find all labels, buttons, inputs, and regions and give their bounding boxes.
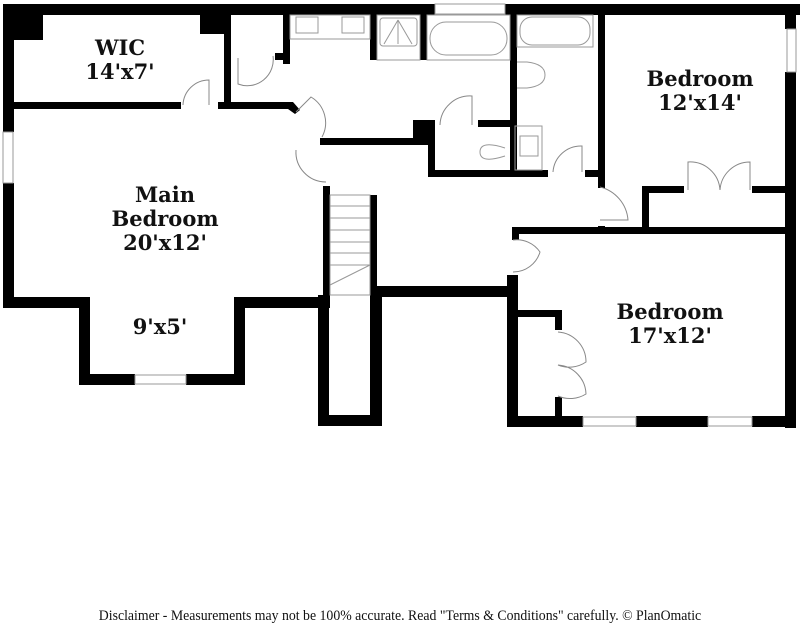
room-size: 20'x12' bbox=[123, 230, 207, 255]
room-size: 14'x7' bbox=[85, 59, 155, 84]
room-size: 17'x12' bbox=[628, 323, 712, 348]
room-name-line1: Main bbox=[134, 182, 196, 207]
walls bbox=[3, 4, 800, 428]
room-label-wic: WIC 14'x7' bbox=[70, 36, 170, 84]
disclaimer-text: Disclaimer - Measurements may not be 100… bbox=[98, 608, 702, 624]
room-size: 12'x14' bbox=[658, 90, 742, 115]
doors bbox=[182, 55, 751, 400]
fixtures bbox=[289, 14, 594, 296]
room-name: Bedroom bbox=[616, 299, 724, 324]
room-label-bedroom-2: Bedroom 12'x14' bbox=[630, 67, 770, 115]
room-label-alcove: 9'x5' bbox=[110, 315, 210, 339]
room-size: 9'x5' bbox=[132, 314, 188, 339]
room-label-main-bedroom: Main Bedroom 20'x12' bbox=[90, 183, 240, 255]
windows bbox=[2, 3, 797, 427]
floor-plan bbox=[2, 3, 800, 428]
room-name: WIC bbox=[94, 35, 146, 60]
room-name: Bedroom bbox=[646, 66, 754, 91]
room-name-line2: Bedroom bbox=[111, 206, 219, 231]
room-label-bedroom-3: Bedroom 17'x12' bbox=[600, 300, 740, 348]
